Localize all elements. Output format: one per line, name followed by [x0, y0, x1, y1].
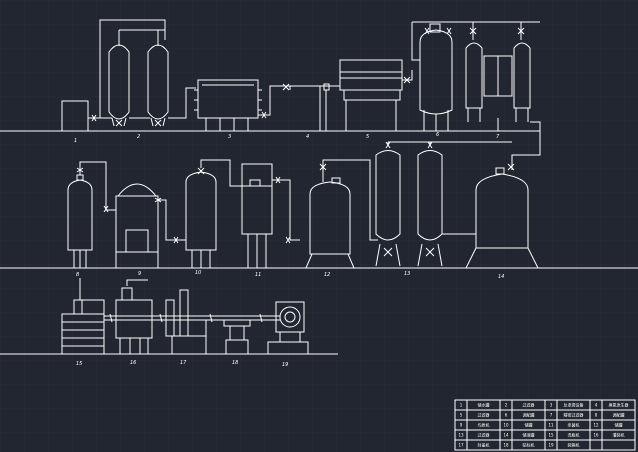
row-3: 15 16 17 18 19	[0, 278, 338, 368]
equipment-10-storage-tank	[185, 159, 242, 268]
equipment-9-homogenizer	[115, 183, 186, 268]
equipment-17-capping-machine	[165, 289, 207, 355]
title-table-item-number: 13	[458, 433, 464, 438]
title-table-item-name: 过滤器	[523, 402, 535, 408]
title-table-item-number: 10	[503, 423, 509, 428]
title-table-item-name: 装箱机	[568, 442, 580, 448]
title-table-item-name: 贴标机	[523, 442, 535, 448]
conveyor-line	[104, 313, 280, 323]
title-table-item-name: 精密过滤器	[564, 412, 584, 418]
label-3: 3	[228, 134, 231, 140]
equipment-16-filling-machine	[115, 279, 153, 354]
label-12: 12	[324, 272, 330, 278]
label-11: 11	[255, 272, 261, 278]
title-table-cell	[601, 439, 636, 451]
equipment-2-filters	[99, 19, 196, 127]
label-17: 17	[180, 360, 187, 366]
label-7: 7	[496, 134, 500, 140]
title-table-item-name: 过滤器	[478, 412, 490, 418]
title-table-item-name: 灌装机	[613, 432, 625, 438]
label-6: 6	[436, 132, 439, 138]
title-table-item-number: 12	[593, 423, 599, 428]
label-5: 5	[366, 134, 369, 140]
title-table-item-number: 18	[503, 443, 509, 448]
equipment-13-filters	[375, 141, 512, 267]
label-4: 4	[306, 134, 309, 140]
title-table-item-name: 储水罐	[478, 402, 490, 408]
equipment-4-ozone-generator	[282, 83, 340, 131]
title-table-item-number: 5	[460, 413, 463, 418]
label-8: 8	[76, 272, 79, 278]
label-16: 16	[130, 360, 136, 366]
label-19: 19	[282, 362, 288, 368]
title-table-item-name: 封盖机	[478, 442, 490, 448]
title-table-item-name: 杀菌机	[568, 422, 580, 428]
title-table-item-name: 过滤器	[478, 432, 490, 438]
title-table-item-name: 储液罐	[523, 432, 535, 438]
title-table-item-name: 调配罐	[613, 412, 625, 418]
title-table-item-number: 16	[593, 433, 599, 438]
title-table-item-number: 8	[595, 413, 598, 418]
row-2: 8 9 10 11 12 13 14	[0, 141, 638, 280]
title-table-item-number: 3	[550, 403, 553, 408]
equipment-6-blending-tank	[411, 21, 540, 131]
label-1: 1	[74, 138, 77, 144]
label-18: 18	[232, 360, 238, 366]
title-table-item-number: 2	[505, 403, 508, 408]
equipment-14-liquid-tank	[465, 163, 539, 269]
label-13: 13	[404, 271, 410, 277]
title-table-item-number: 7	[550, 413, 553, 418]
equipment-7-precision-filters	[465, 22, 541, 170]
equipment-15-bottle-washer	[61, 299, 105, 355]
title-table-item-number: 4	[595, 403, 598, 408]
label-15: 15	[76, 361, 82, 367]
title-table-item-name: 洗瓶机	[568, 432, 580, 438]
title-block-table: 1 储水罐 2 过滤器 3 反渗透设备 4 臭氧发生器 5 过滤器 6 调配罐 7 精密过滤器 8 调配罐 9 均…	[454, 399, 636, 451]
label-2: 2	[137, 134, 140, 140]
title-table-item-number: 17	[458, 443, 464, 448]
equipment-1-water-tank	[61, 100, 100, 132]
title-table-item-name: 均质机	[478, 422, 490, 428]
title-table-item-name: 臭氧发生器	[609, 402, 629, 408]
title-table-item-number: 9	[460, 423, 463, 428]
equipment-18-labeling-machine	[223, 319, 251, 355]
title-table-item-number: 19	[548, 443, 554, 448]
equipment-8-blending-tank	[67, 161, 116, 268]
title-table-item-number: 6	[505, 413, 508, 418]
equipment-12-storage-tank	[305, 159, 378, 269]
title-table-item-name: 储罐	[615, 422, 623, 428]
title-table-item-number: 14	[503, 433, 509, 438]
equipment-3-ro-unit	[194, 79, 291, 131]
equipment-19-case-packer	[267, 301, 309, 355]
title-table-item-number: 15	[548, 433, 554, 438]
title-table-item-name: 反渗透设备	[564, 402, 584, 408]
title-table-item-number: 11	[548, 423, 554, 428]
row-1: 1 2 3 4 5 6 7	[0, 19, 541, 170]
label-10: 10	[195, 270, 201, 276]
label-9: 9	[138, 271, 141, 277]
title-table-item-name: 调配罐	[523, 412, 535, 418]
title-table-item-name: 储罐	[525, 422, 533, 428]
title-table-item-number: 1	[460, 403, 463, 408]
equipment-5-filter	[339, 59, 413, 131]
label-14: 14	[498, 274, 504, 280]
equipment-11-sterilizer	[241, 163, 300, 268]
